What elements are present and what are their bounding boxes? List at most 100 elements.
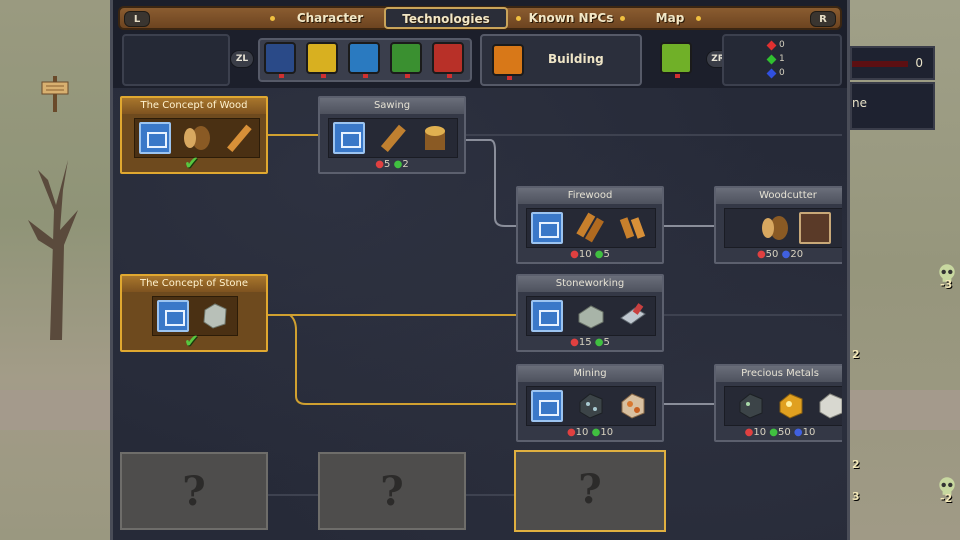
red-book-icon[interactable]: [432, 42, 464, 78]
tech-items: [724, 386, 842, 426]
tech-items: [526, 296, 656, 336]
tech-title: Sawing: [320, 98, 464, 114]
blueprint-icon: [531, 300, 563, 332]
orange-hammer-icon[interactable]: [492, 44, 524, 80]
learned-check-icon: ✔: [184, 153, 200, 174]
signpost-icon: [41, 76, 69, 112]
tech-stoneworking[interactable]: Stoneworking ●15 ●5: [516, 274, 664, 352]
tech-cost: ●10 ●5: [570, 249, 610, 260]
red-points: 0: [779, 40, 785, 50]
dark-blue-gear-icon[interactable]: [264, 42, 296, 78]
gold-ore-icon: [779, 393, 803, 419]
locked-question-mark: ?: [578, 466, 602, 513]
nav-l-button[interactable]: L: [124, 11, 150, 27]
category-selected: Building: [480, 34, 642, 86]
silver-ore-icon: [819, 393, 842, 419]
tech-cost: ●10 ●50 ●10: [744, 427, 816, 438]
stump-icon: [425, 126, 445, 150]
tech-title: Precious Metals: [716, 366, 842, 382]
top-nav: L Character Technologies Known NPCs Map …: [118, 6, 842, 30]
tech-mining[interactable]: Mining ●10 ●10: [516, 364, 664, 442]
skull-icon: [939, 264, 955, 282]
lime-plant-icon[interactable]: [660, 42, 692, 78]
tech-woodcutter-clip: Woodcutter ●50 ●20: [714, 186, 842, 264]
tech-title: The Concept of Stone: [122, 276, 266, 292]
tech-title: Firewood: [518, 188, 662, 204]
tech-cost: ●5 ●2: [375, 159, 409, 170]
side-badge: 2: [852, 458, 860, 471]
tech-items: [526, 386, 656, 426]
tech-title: Mining: [518, 366, 662, 382]
blueprint-icon: [333, 122, 365, 154]
tech-precious-metals[interactable]: Precious Metals ●10 ●50 ●10: [714, 364, 842, 442]
dirt-path-left: [0, 390, 112, 430]
nav-separator-dot: [270, 16, 275, 21]
tech-title: Stoneworking: [518, 276, 662, 292]
stone-icon: [203, 303, 227, 329]
stone-tile-icon: [620, 303, 646, 325]
learned-check-icon: ✔: [184, 331, 200, 352]
hud-bar-fill: [852, 61, 908, 67]
coal-ore-icon: [579, 393, 603, 419]
category-panel-left: [122, 34, 230, 86]
category-bar: ZL Building ZR 0 1 0: [118, 32, 842, 88]
locked-tech[interactable]: ?: [318, 452, 466, 530]
tech-cost: ●50 ●20: [756, 249, 804, 260]
locked-tech[interactable]: ?: [120, 452, 268, 530]
tech-concept-of-wood[interactable]: The Concept of Wood ✔: [120, 96, 268, 174]
zl-button[interactable]: ZL: [230, 50, 254, 68]
tech-title: The Concept of Wood: [122, 98, 266, 114]
locked-tech-selected[interactable]: ?: [514, 450, 666, 532]
dirt-path-right: [848, 390, 960, 430]
blueprint-icon: [157, 300, 189, 332]
hud-info-box: ne: [850, 82, 935, 130]
tech-cost: ●10 ●10: [566, 427, 614, 438]
green-leaf-icon[interactable]: [390, 42, 422, 78]
tab-character[interactable]: Character: [296, 11, 364, 25]
tech-items: [526, 208, 656, 248]
dead-tree-icon: [28, 160, 78, 340]
side-badge: 3: [852, 490, 860, 503]
blueprint-icon: [139, 122, 171, 154]
green-points: 1: [779, 54, 785, 64]
nav-separator-dot: [620, 16, 625, 21]
log-icon: [184, 126, 210, 150]
iron-ore-icon: [621, 393, 645, 419]
locked-question-mark: ?: [380, 468, 404, 515]
blueprint-icon: [531, 390, 563, 422]
blue-points: 0: [779, 68, 785, 78]
side-badge: -3: [940, 278, 953, 291]
tech-items: [328, 118, 458, 158]
hud-bar-value: 0: [915, 56, 923, 70]
category-panel-right: [722, 34, 842, 86]
firewood-icon: [576, 212, 604, 243]
nav-separator-dot: [516, 16, 521, 21]
tech-firewood[interactable]: Firewood ●10 ●5: [516, 186, 664, 264]
plank-icon: [227, 124, 252, 153]
tech-concept-of-stone[interactable]: The Concept of Stone ✔: [120, 274, 268, 352]
tech-items: [152, 296, 238, 336]
locked-question-mark: ?: [182, 468, 206, 515]
wood-pieces-icon: [619, 217, 646, 239]
tech-title: Woodcutter: [716, 188, 842, 204]
log-icon: [762, 216, 788, 240]
tech-items: [134, 118, 260, 158]
tab-map[interactable]: Map: [655, 11, 685, 25]
tab-technologies[interactable]: Technologies: [384, 7, 508, 29]
stone-block-icon: [578, 305, 604, 329]
blue-quill-icon[interactable]: [348, 42, 380, 78]
hud-health-bar: 0: [850, 46, 935, 80]
tech-precious-metals-clip: Precious Metals ●10 ●50 ●10: [714, 364, 842, 442]
tech-points: 0 1 0: [766, 38, 785, 80]
hud-info-text: ne: [852, 96, 867, 110]
tab-known-npcs[interactable]: Known NPCs: [528, 11, 614, 25]
tech-items: [724, 208, 842, 248]
tech-sawing[interactable]: Sawing ●5 ●2: [318, 96, 466, 174]
category-label: Building: [548, 52, 604, 66]
yellow-sun-icon[interactable]: [306, 42, 338, 78]
tech-woodcutter[interactable]: Woodcutter ●50 ●20: [714, 186, 842, 264]
nav-r-button[interactable]: R: [810, 11, 836, 27]
plank-icon: [380, 124, 406, 152]
side-badge: -2: [940, 492, 953, 505]
